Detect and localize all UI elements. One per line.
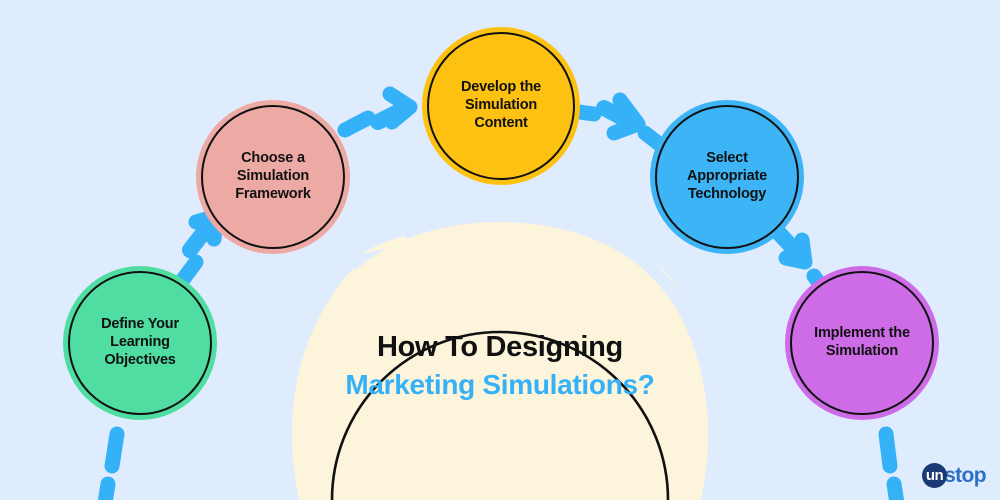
page-title-secondary: Marketing Simulations? bbox=[345, 369, 655, 401]
trailing-dashes-left bbox=[97, 426, 125, 500]
unstop-logo[interactable]: un stop bbox=[922, 463, 987, 488]
unstop-logo-wordmark: stop bbox=[944, 463, 987, 487]
center-circle-outline bbox=[330, 330, 670, 500]
center-title-block: How To Designing Marketing Simulations? bbox=[330, 330, 670, 402]
trailing-dashes-right bbox=[878, 426, 905, 500]
center-brush-blob bbox=[291, 222, 709, 500]
page-title-primary: How To Designing bbox=[377, 331, 623, 363]
connector-step2-to-step3 bbox=[337, 86, 418, 138]
unstop-logo-mark: un bbox=[922, 463, 948, 488]
connector-step1-to-step2 bbox=[168, 208, 224, 297]
connector-step3-to-step4 bbox=[571, 92, 671, 155]
